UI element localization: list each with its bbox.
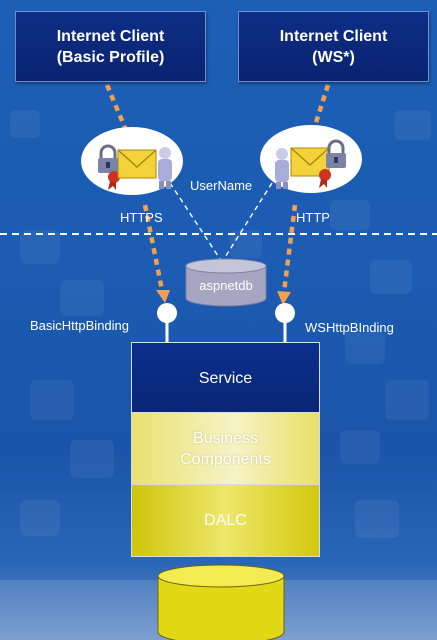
business-components-box: Business Components [131,412,320,486]
username-line-right [221,182,273,263]
business-label-line2: Components [180,451,271,468]
secure-message-left [81,127,183,195]
internet-client-basic-box: Internet Client (Basic Profile) [15,11,206,82]
http-label: HTTP [296,210,330,225]
client-ws-line1: Internet Client [279,27,388,45]
arrow-left-top [104,84,131,136]
https-label: HTTPS [120,210,163,225]
username-label: UserName [190,178,253,193]
internet-client-ws-box: Internet Client (WS*) [238,11,429,82]
client-ws-line2: (WS*) [312,48,355,66]
arrow-right-bottom [281,204,298,293]
dalc-label: DALC [204,512,247,529]
aspnetdb-database [185,258,267,307]
basic-http-binding-label: BasicHttpBinding [30,318,129,333]
certificate-icon [319,169,331,188]
lock-icon [326,139,346,168]
user-icon [158,147,172,189]
aspnetdb-label: aspnetdb [199,278,253,293]
arrow-left-bottom [142,204,165,291]
client-basic-line1: Internet Client [56,27,165,45]
client-basic-line2: (Basic Profile) [56,48,165,66]
ws-binding-endpoint [275,303,295,323]
data-store-database [157,564,285,640]
arrowhead-right [277,291,291,305]
business-label-line1: Business [193,430,258,447]
secure-message-right [260,125,362,193]
user-icon [275,148,289,189]
service-box: Service [131,342,320,414]
service-label: Service [198,369,253,387]
envelope-icon [117,149,157,179]
username-line-left [169,182,223,263]
arrow-right-top [309,84,331,136]
lock-icon [98,144,118,173]
envelope-icon [290,147,330,177]
arrowhead-left [156,290,170,303]
ws-http-binding-label: WSHttpBInding [305,320,394,335]
dalc-box: DALC [131,484,320,557]
basic-binding-endpoint [157,303,177,323]
certificate-icon [108,171,120,190]
